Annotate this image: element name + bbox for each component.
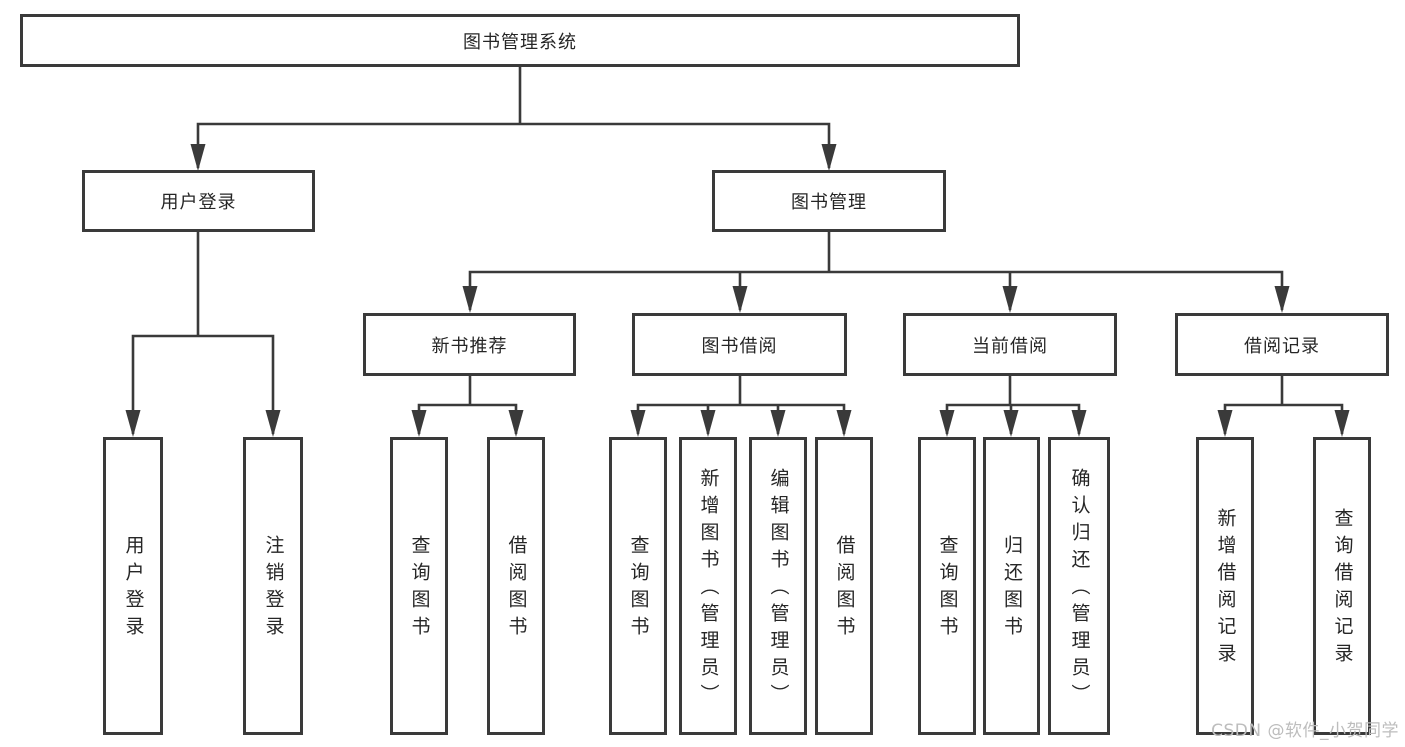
arrowheads xyxy=(125,144,1350,437)
connector-newbook-to-leaves xyxy=(417,403,518,434)
node-add-books-admin: 新增图书（管理员） xyxy=(679,437,737,735)
node-query-books-borrowing: 查询图书 xyxy=(609,437,667,735)
node-borrow-books-borrowing: 借阅图书 xyxy=(815,437,873,735)
node-edit-books-admin: 编辑图书（管理员） xyxy=(749,437,807,735)
node-confirm-return-admin: 确认归还（管理员） xyxy=(1048,437,1110,735)
node-current-borrowing: 当前借阅 xyxy=(903,313,1117,376)
node-query-books-recommend: 查询图书 xyxy=(390,437,448,735)
connector-root-to-level2 xyxy=(196,122,831,168)
node-book-borrowing: 图书借阅 xyxy=(632,313,847,376)
node-add-borrow-record: 新增借阅记录 xyxy=(1196,437,1254,735)
connector-userlogin-to-leaves xyxy=(131,334,275,434)
connector-records-to-leaves xyxy=(1223,403,1344,434)
node-new-book-recommend: 新书推荐 xyxy=(363,313,576,376)
node-logout-leaf: 注销登录 xyxy=(243,437,303,735)
node-root: 图书管理系统 xyxy=(20,14,1020,67)
node-query-books-current: 查询图书 xyxy=(918,437,976,735)
node-login-leaf: 用户登录 xyxy=(103,437,163,735)
node-return-books: 归还图书 xyxy=(983,437,1040,735)
node-borrow-books-recommend: 借阅图书 xyxy=(487,437,545,735)
csdn-watermark: CSDN @软件_小贺同学 xyxy=(1211,721,1399,741)
node-user-login: 用户登录 xyxy=(82,170,315,232)
connector-bookmgmt-to-level3 xyxy=(468,270,1284,310)
node-query-borrow-record: 查询借阅记录 xyxy=(1313,437,1371,735)
node-book-management: 图书管理 xyxy=(712,170,946,232)
node-borrowing-records: 借阅记录 xyxy=(1175,313,1389,376)
connector-borrowing-to-leaves xyxy=(636,403,846,434)
